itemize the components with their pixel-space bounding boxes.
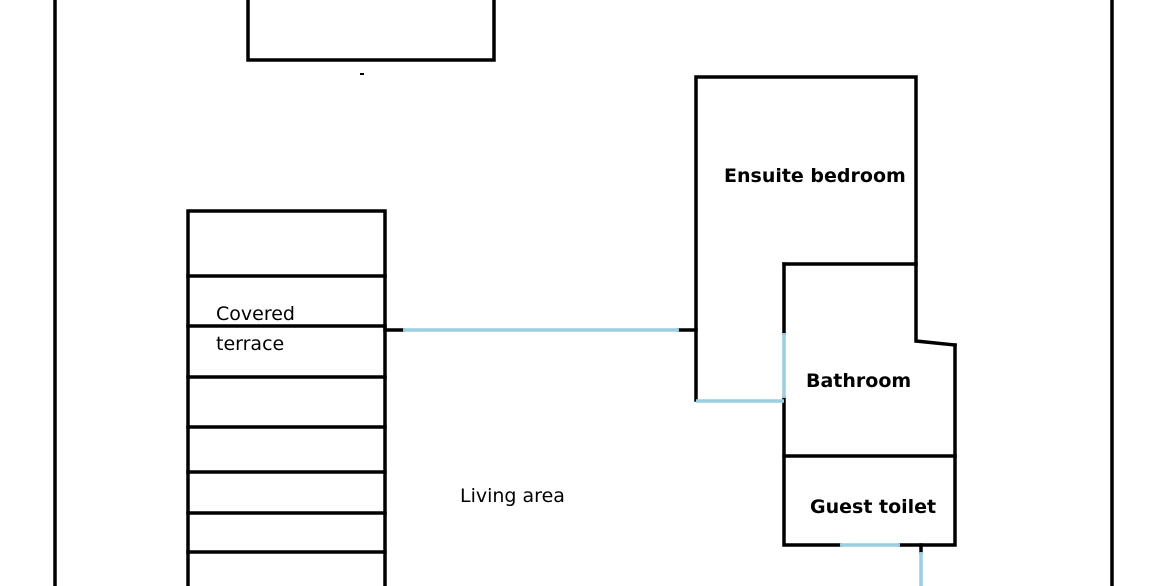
bathroom-label: Bathroom (806, 370, 911, 392)
covered-terrace-label-line2: terrace (216, 333, 284, 355)
bathroom-walls (782, 396, 842, 547)
covered-terrace-outline (186, 209, 387, 586)
ensuite-bedroom-label: Ensuite bedroom (724, 165, 906, 187)
bathroom-walls (898, 343, 957, 547)
guest-toilet-label: Guest toilet (810, 496, 936, 518)
living-area-label: Living area (460, 485, 565, 507)
walls (53, 0, 1114, 586)
top-room-outline (246, 0, 496, 62)
ensuite-bedroom-walls (694, 75, 957, 402)
covered-terrace-label-line1: Covered (216, 303, 295, 325)
openings (403, 328, 923, 586)
room-labels: Ensuite bedroom Covered terrace Bathroom… (216, 165, 936, 518)
